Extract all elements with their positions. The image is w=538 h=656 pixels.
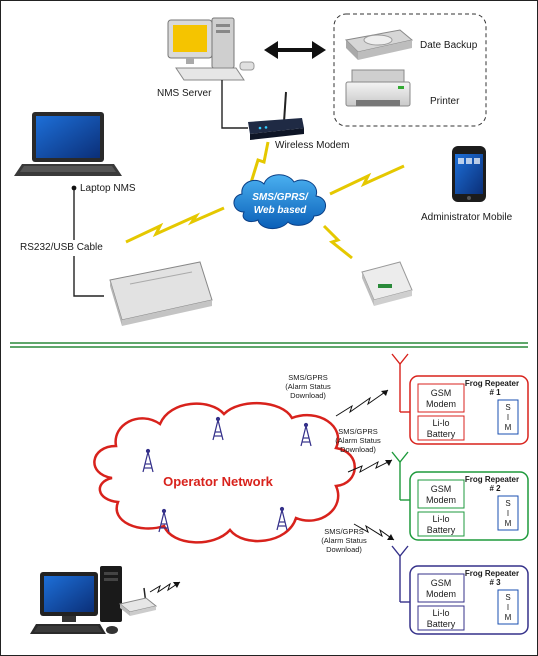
nms-server-icon (167, 17, 255, 81)
rs232-cable-lower (73, 256, 104, 297)
repeater-device-right-icon (361, 261, 413, 306)
wireless-signal-device (322, 224, 353, 260)
nms-server-label: NMS Server (157, 88, 212, 99)
text-label: Frog Repeater (465, 379, 519, 388)
wireless-modem-icon (248, 91, 304, 140)
text-label: M (505, 423, 512, 432)
frog-repeater-1: GSM Modem Li-lo Battery Frog Repeater # … (391, 353, 529, 445)
text-label: Frog Repeater (465, 569, 519, 578)
operator-network-cloud: Operator Network (93, 402, 356, 544)
text-label: # 2 (489, 484, 501, 493)
antenna-icon (391, 451, 412, 501)
text-label: Li-lo (432, 514, 449, 524)
usb-modem-icon (118, 587, 158, 616)
printer-icon (345, 69, 411, 107)
antenna-icon (391, 545, 412, 603)
text-label: Modem (426, 495, 456, 505)
text-label: (Alarm Status (285, 382, 331, 391)
text-label: S (505, 593, 510, 602)
wireless-signal-laptop (125, 206, 225, 244)
cloud-text-line2: Web based (254, 205, 307, 216)
laptop-port-dot (71, 185, 77, 191)
link-label-2: SMS/GPRS (Alarm Status Download) (335, 427, 381, 454)
text-label: SMS/GPRS (338, 427, 378, 436)
laptop-nms-label: Laptop NMS (80, 183, 136, 194)
text-label: (Alarm Status (321, 536, 367, 545)
text-label: (Alarm Status (335, 436, 381, 445)
text-label: Frog Repeater (465, 475, 519, 484)
signal-link-2-arrow (385, 460, 392, 466)
rs232-cable-label: RS232/USB Cable (20, 242, 103, 253)
text-label: GSM (431, 578, 452, 588)
text-label: GSM (431, 388, 452, 398)
link-label-3: SMS/GPRS (Alarm Status Download) (321, 527, 367, 554)
text-label: Battery (427, 429, 456, 439)
text-label: SMS/GPRS (324, 527, 364, 536)
server-modem-link (221, 80, 248, 129)
text-label: Modem (426, 399, 456, 409)
sms-gprs-cloud: SMS/GPRS/ Web based (233, 174, 326, 229)
text-label: Battery (427, 619, 456, 629)
text-label: I (507, 603, 509, 612)
wireless-signal-modem (248, 141, 270, 187)
storage-group-box (333, 13, 487, 127)
text-label: I (507, 509, 509, 518)
text-label: GSM (431, 484, 452, 494)
signal-link-1 (335, 389, 389, 417)
text-label: SMS/GPRS (288, 373, 328, 382)
text-label: I (507, 413, 509, 422)
operator-network-label: Operator Network (163, 474, 274, 489)
frog-repeater-3: GSM Modem Li-lo Battery Frog Repeater # … (391, 545, 529, 635)
printer-label: Printer (430, 96, 460, 107)
laptop-icon (14, 112, 122, 176)
text-label: Battery (427, 525, 456, 535)
text-label: Li-lo (432, 418, 449, 428)
signal-link-desktop-arrow (173, 582, 180, 588)
cell-tower-icon (142, 416, 312, 533)
signal-link-2 (347, 459, 393, 474)
text-label: Download) (290, 391, 326, 400)
antenna-icon (391, 353, 412, 413)
administrator-mobile-label: Administrator Mobile (421, 212, 513, 223)
text-label: S (505, 403, 510, 412)
text-label: # 1 (489, 388, 501, 397)
text-label: Download) (326, 545, 362, 554)
frog-repeater-2: GSM Modem Li-lo Battery Frog Repeater # … (391, 451, 529, 541)
text-label: Download) (340, 445, 376, 454)
backup-drive-icon (344, 29, 414, 60)
desktop-computer-icon (30, 566, 122, 634)
text-label: Modem (426, 589, 456, 599)
repeater-device-left-icon (109, 261, 213, 326)
signal-link-desktop (149, 581, 181, 594)
signal-link-3 (353, 523, 395, 541)
mobile-phone-icon (452, 146, 486, 202)
link-label-1: SMS/GPRS (Alarm Status Download) (285, 373, 331, 400)
text-label: # 3 (489, 578, 501, 587)
text-label: Li-lo (432, 608, 449, 618)
text-label: M (505, 519, 512, 528)
text-label: S (505, 499, 510, 508)
signal-link-3-arrow (387, 534, 394, 540)
date-backup-label: Date Backup (420, 40, 478, 51)
double-arrow-icon (264, 41, 326, 59)
signal-link-1-arrow (381, 390, 388, 396)
wireless-signal-mobile (329, 164, 405, 196)
text-label: M (505, 613, 512, 622)
wireless-modem-label: Wireless Modem (275, 140, 349, 151)
cloud-text-line1: SMS/GPRS/ (252, 192, 309, 203)
